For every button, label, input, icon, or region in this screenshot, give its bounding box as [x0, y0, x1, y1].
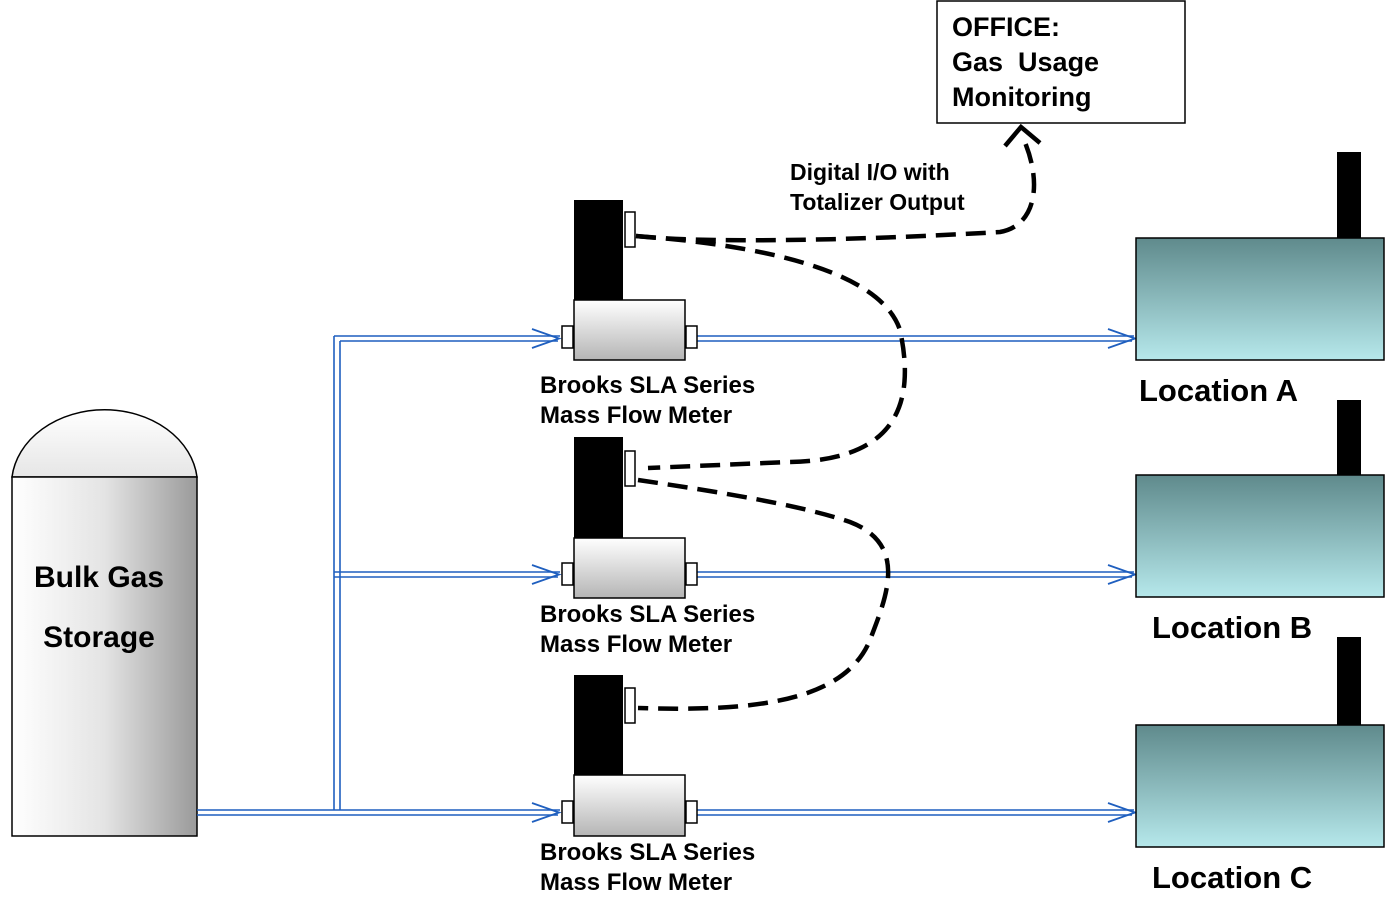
- flow-arrows: [531, 328, 1138, 823]
- signal-arrowhead: [1003, 123, 1042, 148]
- meter-electronics-head: [574, 675, 623, 775]
- meter-io-connector: [624, 450, 636, 487]
- arrow-into-location-b: [1107, 564, 1138, 585]
- meter-electronics-head: [574, 437, 623, 538]
- meter-inlet-fitting: [561, 800, 574, 824]
- meter-inlet-fitting: [561, 562, 574, 586]
- arrow-into-location-c: [1107, 802, 1138, 823]
- location-b-label: Location B: [1152, 610, 1313, 645]
- mass-flow-meter-b: [561, 437, 698, 599]
- office-label: OFFICE: Gas Usage Monitoring: [952, 10, 1099, 115]
- arrow-into-meter-c: [531, 802, 562, 823]
- office-box: [936, 0, 1186, 124]
- tank-stack: [1337, 637, 1361, 725]
- tank-body: [1135, 724, 1385, 848]
- meter-label-line1: Brooks SLA Series: [540, 372, 756, 399]
- tank-stack: [1337, 152, 1361, 238]
- office-label-line3: Monitoring: [952, 82, 1092, 112]
- location-a-label: Location A: [1139, 373, 1299, 408]
- meter-outlet-fitting: [685, 325, 698, 349]
- meter-outlet-fitting: [685, 562, 698, 586]
- signal-label-line1: Digital I/O with: [790, 159, 950, 185]
- signal-line-meter-b-to-a: [635, 233, 908, 471]
- meter-inlet-fitting: [561, 325, 574, 349]
- meter-body: [573, 299, 686, 361]
- gas-pipe-network: [197, 335, 1134, 816]
- location-a-tank: [1135, 152, 1385, 361]
- meter-c-label: Brooks SLA Series Mass Flow Meter: [540, 838, 755, 898]
- arrow-into-location-a: [1107, 328, 1138, 349]
- meter-label-line2: Mass Flow Meter: [540, 631, 733, 658]
- bulk-gas-storage-tank: [11, 409, 198, 837]
- meter-outlet-fitting: [685, 800, 698, 824]
- signal-label-line2: Totalizer Output: [790, 189, 965, 215]
- arrow-into-meter-b: [531, 564, 562, 585]
- signal-label: Digital I/O with Totalizer Output: [790, 157, 965, 217]
- tank-stack: [1337, 400, 1361, 475]
- location-b-tank: [1135, 400, 1385, 598]
- meter-io-connector: [624, 211, 636, 248]
- meter-io-connector: [624, 687, 636, 724]
- meter-label-line1: Brooks SLA Series: [540, 601, 756, 628]
- location-c-tank: [1135, 637, 1385, 848]
- storage-label-line1: Bulk Gas: [33, 561, 165, 594]
- mass-flow-meter-a: [561, 200, 698, 361]
- meter-b-label: Brooks SLA Series Mass Flow Meter: [540, 600, 755, 660]
- meter-label-line1: Brooks SLA Series: [540, 839, 756, 866]
- tank-body: [1135, 474, 1385, 598]
- meter-label-line2: Mass Flow Meter: [540, 869, 733, 896]
- meter-label-line2: Mass Flow Meter: [540, 402, 733, 429]
- tank-body: [1135, 237, 1385, 361]
- digital-io-signal-lines: [635, 139, 1037, 711]
- signal-line-meter-a-to-office: [635, 139, 1037, 243]
- meter-a-label: Brooks SLA Series Mass Flow Meter: [540, 371, 755, 431]
- silo-body: [11, 476, 198, 837]
- storage-label-line2: Storage: [43, 621, 155, 654]
- bulk-gas-storage-label: Bulk Gas Storage: [6, 548, 192, 668]
- meter-body: [573, 774, 686, 837]
- arrow-into-meter-a: [531, 328, 562, 349]
- meter-electronics-head: [574, 200, 623, 300]
- meter-body: [573, 537, 686, 599]
- mass-flow-meter-c: [561, 675, 698, 837]
- location-c-label: Location C: [1152, 860, 1313, 895]
- office-label-line1: OFFICE:: [952, 12, 1060, 42]
- office-label-line2: Gas Usage: [952, 47, 1100, 77]
- silo-dome: [11, 409, 198, 478]
